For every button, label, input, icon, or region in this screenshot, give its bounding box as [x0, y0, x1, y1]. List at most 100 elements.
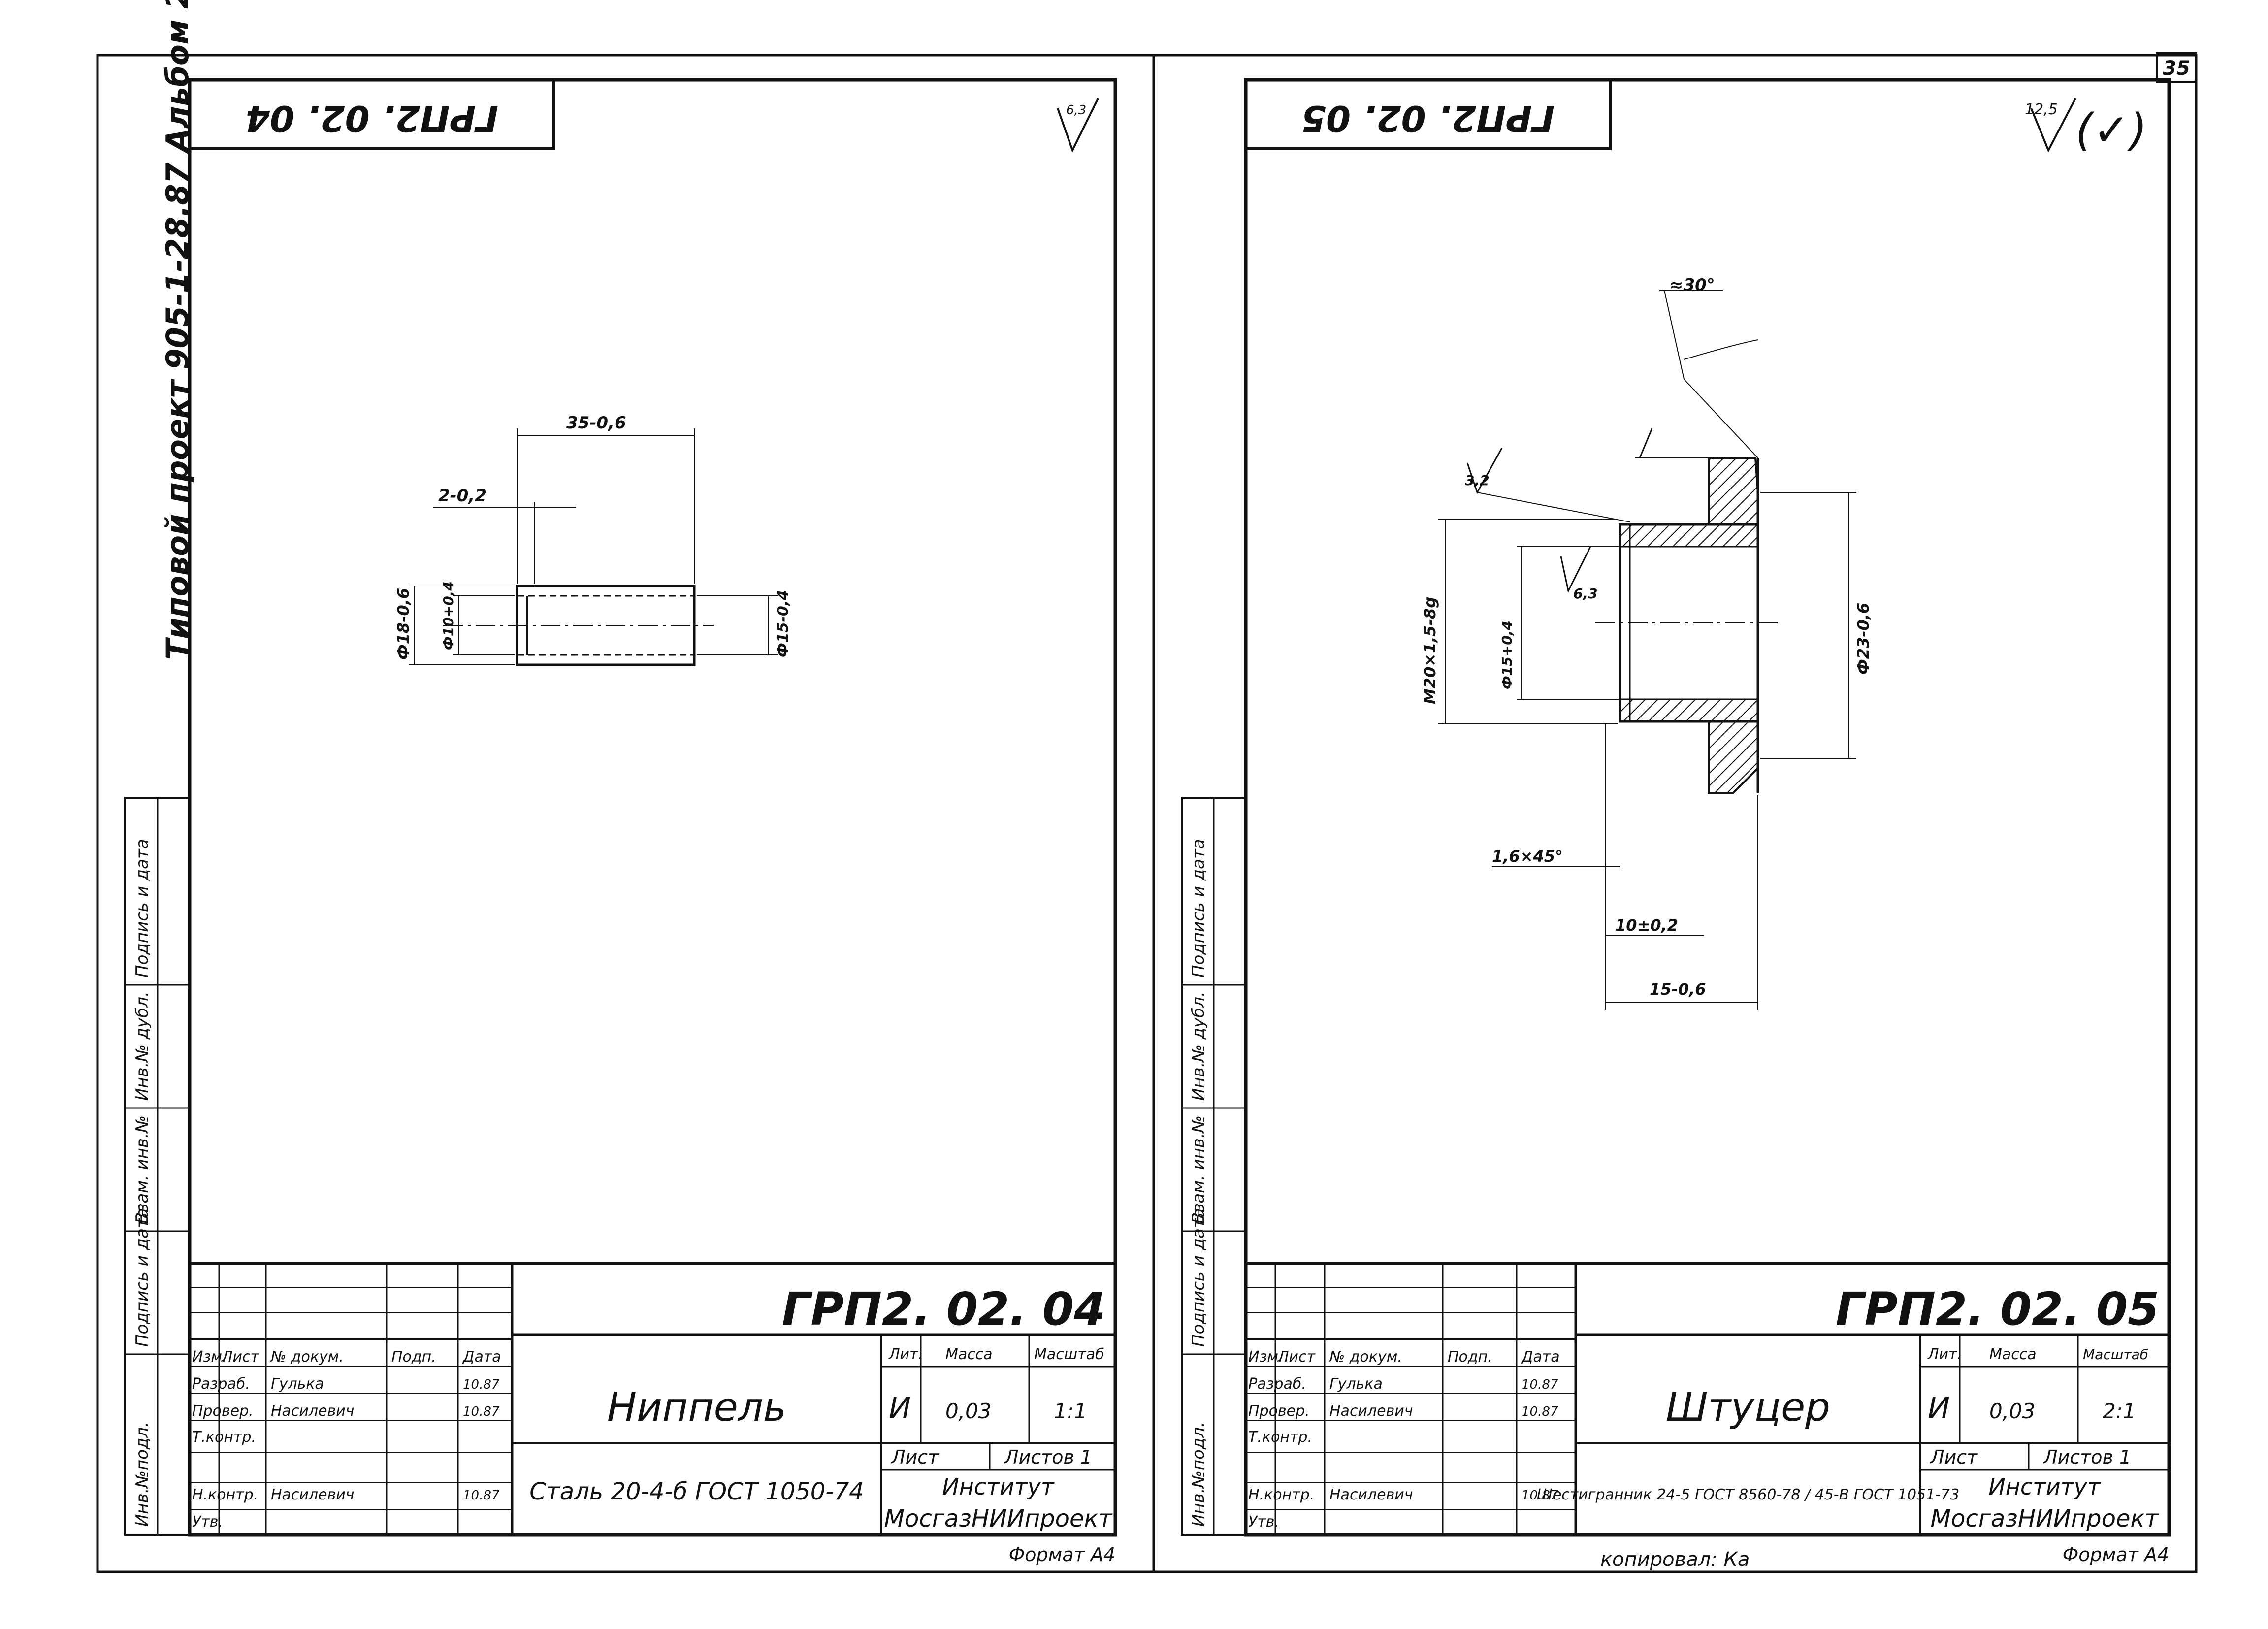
- stamp-box-left: [188, 78, 555, 150]
- svg-text:Насилевич: Насилевич: [271, 1402, 354, 1420]
- svg-text:Взам. инв.№: Взам. инв.№: [1189, 1115, 1208, 1224]
- svg-text:Дата: Дата: [462, 1348, 501, 1366]
- svg-text:Утв.: Утв.: [192, 1513, 223, 1531]
- svg-text:Насилевич: Насилевич: [271, 1486, 354, 1503]
- svg-text:Институт: Институт: [942, 1473, 1054, 1500]
- stamp-code-left: ГРП2. 02. 04: [245, 98, 498, 139]
- svg-text:3,2: 3,2: [1465, 472, 1490, 489]
- svg-text:Ф18-0,6: Ф18-0,6: [394, 588, 413, 660]
- svg-text:Лист: Лист: [1929, 1446, 1978, 1468]
- svg-text:35-0,6: 35-0,6: [566, 413, 626, 433]
- roughness-symbol-right: 12,5 (✓): [2025, 98, 2147, 156]
- svg-text:(✓): (✓): [2075, 104, 2147, 156]
- svg-text:Инв.№ дубл.: Инв.№ дубл.: [1189, 991, 1208, 1101]
- svg-text:Лист: Лист: [1277, 1348, 1316, 1366]
- svg-text:10±0,2: 10±0,2: [1615, 916, 1678, 935]
- drawing-code-left: ГРП2. 02. 04: [782, 1283, 1105, 1336]
- svg-text:Лит.: Лит.: [1927, 1346, 1962, 1363]
- svg-text:Лист: Лист: [221, 1348, 260, 1366]
- svg-text:10.87: 10.87: [463, 1488, 500, 1503]
- margin-label-2: Подпись и дата: [132, 1208, 152, 1347]
- svg-text:Листов 1: Листов 1: [2042, 1446, 2131, 1468]
- margin-label-4: Инв.№ дубл.: [132, 991, 152, 1101]
- sheet-right-outer: [1152, 54, 2198, 1573]
- svg-text:12,5: 12,5: [2025, 101, 2058, 118]
- format-left: Формат А4: [1009, 1544, 1115, 1565]
- part-title-left: Ниппель: [607, 1384, 786, 1430]
- svg-text:10.87: 10.87: [1522, 1488, 1558, 1503]
- title-block-right: Изм. Лист № докум. Подп. Дата Разраб. Гу…: [1244, 1262, 2171, 1571]
- svg-text:Ф23-0,6: Ф23-0,6: [1854, 603, 1873, 675]
- svg-text:Провер.: Провер.: [192, 1402, 254, 1420]
- svg-text:Разраб.: Разраб.: [1248, 1375, 1306, 1393]
- svg-text:И: И: [889, 1391, 911, 1426]
- svg-text:6,3: 6,3: [1066, 103, 1086, 118]
- svg-text:≈30°: ≈30°: [1669, 275, 1715, 295]
- roughness-symbol-left: 6,3: [1057, 98, 1099, 153]
- svg-text:Т.контр.: Т.контр.: [1248, 1429, 1312, 1446]
- svg-text:№ докум.: № докум.: [1328, 1348, 1402, 1366]
- stamp-code-right: ГРП2. 02. 05: [1301, 98, 1555, 139]
- svg-text:Ф15+0,4: Ф15+0,4: [1499, 620, 1515, 689]
- svg-text:Подп.: Подп.: [1448, 1348, 1492, 1366]
- svg-text:1:1: 1:1: [1054, 1399, 1087, 1423]
- svg-text:Лист: Лист: [890, 1446, 940, 1468]
- copied-by: копировал: Ка: [1600, 1548, 1750, 1571]
- page-number: 35: [2163, 57, 2190, 80]
- drawing-code-right: ГРП2. 02. 05: [1836, 1283, 2159, 1336]
- margin-label-1: Инв.№подл.: [132, 1422, 152, 1527]
- sheet-left: Инв.№подл. Подпись и дата Взам. инв.№ Ин…: [96, 54, 1155, 1573]
- svg-text:И: И: [1928, 1391, 1950, 1426]
- sheet-right: Инв.№подл. Подпись и дата Взам. инв.№ Ин…: [1152, 54, 2198, 1573]
- svg-text:10.87: 10.87: [463, 1404, 500, 1419]
- svg-text:0,03: 0,03: [945, 1399, 992, 1423]
- svg-text:Изм.: Изм.: [1248, 1348, 1283, 1366]
- svg-text:Масса: Масса: [945, 1346, 993, 1363]
- svg-text:М20×1,5-8g: М20×1,5-8g: [1421, 597, 1439, 704]
- svg-text:10.87: 10.87: [463, 1377, 500, 1392]
- material-right: Шестигранник 24-5 ГОСТ 8560-78 / 45-В ГО…: [1537, 1486, 1959, 1503]
- svg-text:Листов 1: Листов 1: [1004, 1446, 1092, 1468]
- sheet-left-outer: [96, 54, 1155, 1573]
- svg-text:0,03: 0,03: [1989, 1399, 2036, 1423]
- svg-text:Подпись и дата: Подпись и дата: [1189, 1208, 1208, 1347]
- margin-label-3: Взам. инв.№: [132, 1115, 152, 1224]
- svg-text:Утв.: Утв.: [1248, 1513, 1279, 1531]
- svg-text:6,3: 6,3: [1573, 586, 1598, 602]
- svg-text:Насилевич: Насилевич: [1329, 1402, 1413, 1420]
- margin-label-5: Подпись и дата: [132, 839, 152, 977]
- svg-text:Гулька: Гулька: [1329, 1375, 1383, 1393]
- svg-text:Провер.: Провер.: [1248, 1402, 1310, 1420]
- svg-text:1,6×45°: 1,6×45°: [1492, 847, 1563, 866]
- svg-text:Ф10+0,4: Ф10+0,4: [440, 581, 456, 650]
- svg-text:Институт: Институт: [1988, 1473, 2101, 1500]
- svg-text:Лит.: Лит.: [888, 1346, 923, 1363]
- svg-text:Подпись и дата: Подпись и дата: [1189, 839, 1208, 977]
- svg-text:Насилевич: Насилевич: [1329, 1486, 1413, 1503]
- svg-text:Инв.№подл.: Инв.№подл.: [1189, 1422, 1208, 1527]
- svg-text:МосгазНИИпроект: МосгазНИИпроект: [1931, 1505, 2160, 1532]
- svg-text:Масштаб: Масштаб: [1034, 1346, 1104, 1363]
- fitting-drawing: ≈30° М20×1,5-8g Ф15+0,4 Ф23-0,6 1,6×45° …: [1421, 275, 1873, 1010]
- svg-text:Масштаб: Масштаб: [2083, 1346, 2148, 1363]
- material-left: Сталь 20-4-б ГОСТ 1050-74: [529, 1478, 864, 1505]
- svg-text:15-0,6: 15-0,6: [1650, 980, 1706, 999]
- svg-text:Изм.: Изм.: [192, 1348, 227, 1366]
- format-right: Формат А4: [2063, 1544, 2169, 1565]
- part-title-right: Штуцер: [1666, 1384, 1830, 1430]
- svg-text:МосгазНИИпроект: МосгазНИИпроект: [884, 1505, 1113, 1532]
- svg-text:Гулька: Гулька: [271, 1375, 324, 1393]
- svg-text:Ф15-0,4: Ф15-0,4: [775, 590, 792, 657]
- svg-text:Н.контр.: Н.контр.: [192, 1486, 258, 1503]
- stamp-box-right: [1244, 78, 1612, 150]
- svg-text:10.87: 10.87: [1522, 1404, 1558, 1419]
- nipple-drawing: 35-0,6 2-0,2 Ф18-0,6 Ф10+0,4 Ф15-0,4: [394, 413, 792, 666]
- svg-text:Подп.: Подп.: [391, 1348, 436, 1366]
- svg-text:Н.контр.: Н.контр.: [1248, 1486, 1314, 1503]
- svg-text:Масса: Масса: [1989, 1346, 2037, 1363]
- title-block-left: Изм. Лист № докум. Подп. Дата Разраб. Гу…: [188, 1262, 1117, 1565]
- svg-text:№ докум.: № докум.: [270, 1348, 344, 1366]
- svg-text:Т.контр.: Т.контр.: [192, 1429, 256, 1446]
- svg-text:2-0,2: 2-0,2: [438, 486, 486, 506]
